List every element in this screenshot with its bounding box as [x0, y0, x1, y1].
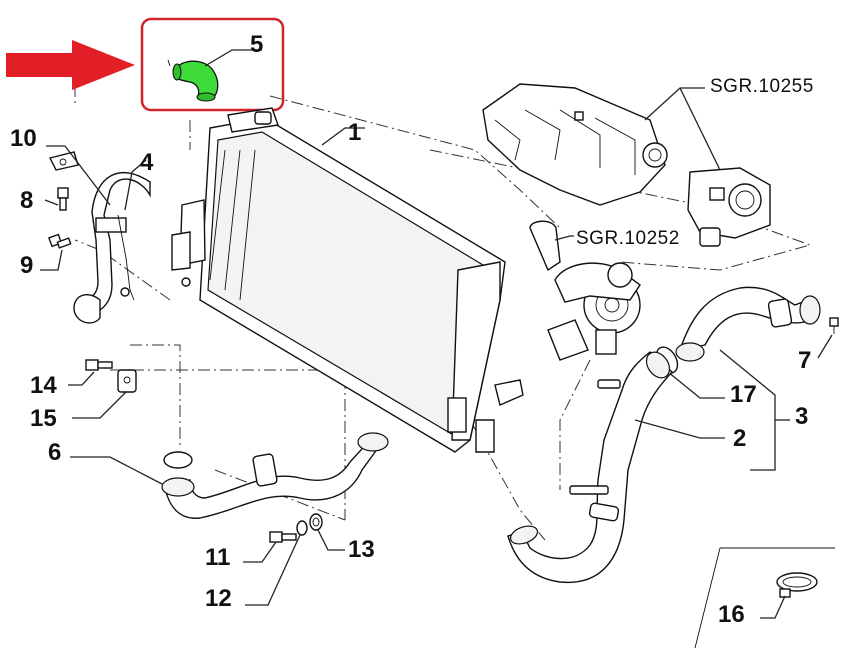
leader-3-bracket: [719, 349, 776, 471]
leader-7: [817, 334, 833, 359]
part-2-hose[interactable]: [507, 348, 674, 584]
leader-6: [70, 456, 163, 485]
part-3-hose[interactable]: [675, 286, 821, 362]
ref-sgr-10252: SGR.10252: [576, 228, 680, 249]
leader-10: [46, 145, 111, 206]
leader-13: [317, 529, 345, 551]
callout-11: 11: [205, 544, 230, 571]
leader-11: [243, 541, 277, 563]
part-8-bolt[interactable]: [57, 187, 69, 211]
part-11-bolt[interactable]: [269, 531, 297, 543]
part-1-intercooler[interactable]: [171, 107, 524, 453]
part-6-hose[interactable]: [161, 432, 389, 519]
callout-1: 1: [348, 119, 361, 146]
callout-2: 2: [733, 425, 746, 452]
part-4-hose[interactable]: [73, 172, 151, 324]
part-7-screw[interactable]: [829, 317, 839, 334]
callout-8: 8: [20, 187, 33, 214]
callout-12: 12: [205, 585, 232, 612]
callout-13: 13: [348, 536, 375, 563]
leader-16: [760, 595, 786, 619]
part-16-clamp[interactable]: [776, 572, 818, 598]
part-15-clip[interactable]: [117, 369, 137, 393]
leader-sgr-10255-b: [679, 87, 721, 171]
callout-10: 10: [10, 125, 37, 152]
red-arrow-icon: [6, 40, 135, 90]
leader-14: [68, 371, 95, 386]
callout-14: 14: [30, 372, 57, 399]
leader-17: [667, 371, 725, 399]
intake-manifold[interactable]: [482, 83, 668, 206]
leader-5: [204, 49, 262, 67]
callout-9: 9: [20, 252, 33, 279]
part-10-clip[interactable]: [48, 151, 79, 171]
highlight-arrow: [6, 40, 135, 90]
leader-8: [44, 199, 59, 206]
callout-5: 5: [250, 31, 263, 58]
callout-17: 17: [730, 381, 757, 408]
ref-sgr-10255: SGR.10255: [710, 76, 814, 97]
leader-12: [245, 534, 301, 606]
callout-4: 4: [140, 149, 154, 176]
part-13-washer[interactable]: [309, 513, 323, 531]
callout-labels: 5 1 10 4 8 9 14 15 6 11 12 13 7 17 3 2 1…: [10, 31, 814, 628]
leader-sgr-10255: [644, 87, 705, 121]
part-14-bolt[interactable]: [85, 359, 113, 371]
leader-sgr-10252: [554, 235, 574, 241]
inset-divider-v: [694, 547, 721, 649]
callout-6: 6: [48, 439, 61, 466]
leader-1: [321, 127, 365, 146]
callout-7: 7: [798, 347, 811, 374]
part-5-elbow-hose[interactable]: [167, 59, 219, 102]
turbocharger[interactable]: [529, 220, 641, 361]
callout-3: 3: [795, 403, 808, 430]
part-12-washer[interactable]: [296, 520, 308, 536]
leader-9: [40, 249, 63, 271]
callout-15: 15: [30, 405, 57, 432]
leader-2: [634, 419, 725, 439]
callout-16: 16: [718, 601, 745, 628]
leader-4: [124, 159, 147, 211]
part-9-screw[interactable]: [48, 233, 72, 249]
throttle-body[interactable]: [687, 167, 771, 247]
highlight-frame: [140, 17, 285, 112]
leader-15: [72, 391, 127, 419]
